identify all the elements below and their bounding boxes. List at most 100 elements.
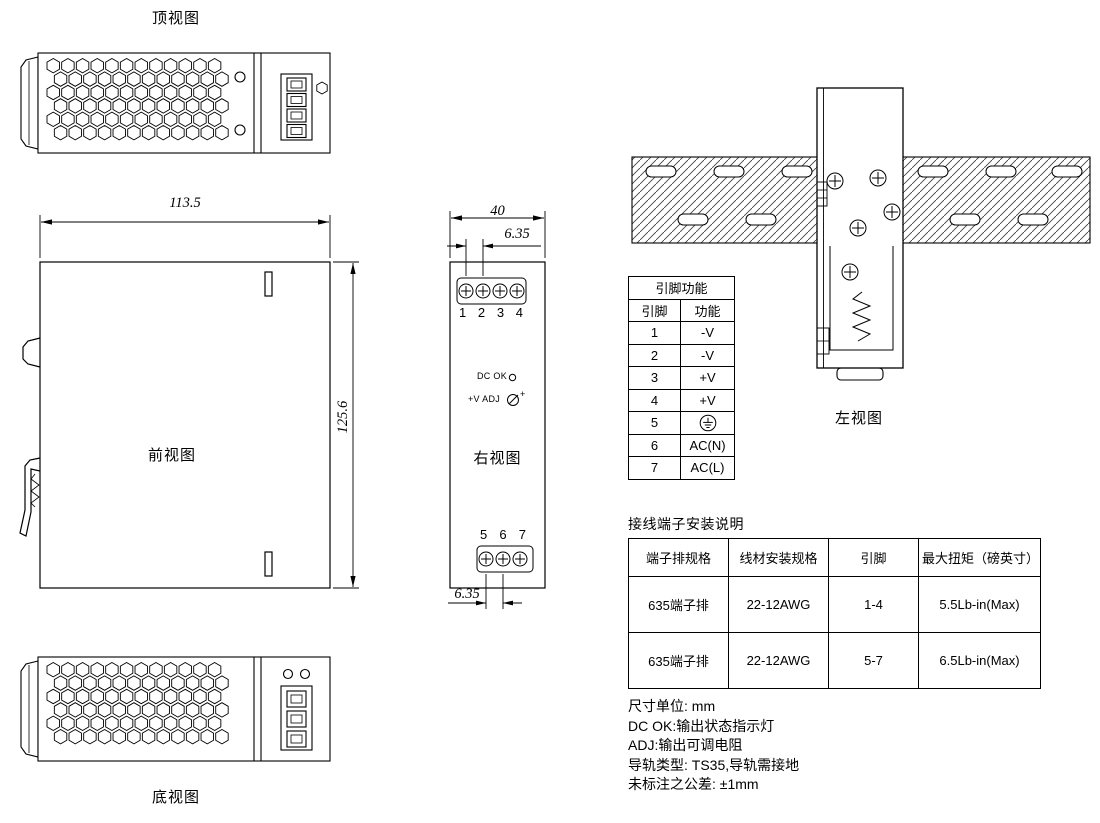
honeycomb-grille [46,57,229,141]
din-rail-slots [645,165,1083,226]
screw-hole [234,71,246,83]
table-cell: 7 [628,456,681,480]
table-cell: AC(N) [680,433,735,457]
terminal-screws-bottom [478,551,528,567]
release-tab [836,367,884,381]
terminal-block [280,73,313,141]
pin-number: 4 [515,305,523,320]
terminal-block [280,685,313,751]
dim-pitch-top: 6.35 [504,226,530,242]
top-view-label: 顶视图 [151,10,200,27]
clip-spring [851,291,872,342]
din-clip-hook [22,337,41,368]
dimension-lines [39,211,546,609]
pin-table-title: 引脚功能 [628,276,735,300]
table-cell: 5 [628,411,681,435]
pin-table-header-func: 功能 [680,298,735,322]
left-view-label: 左视图 [834,410,883,427]
side-panel [449,261,546,589]
dim-width-right: 40 [490,203,505,219]
pin-number: 5 [480,527,488,542]
table-row: 4+V [628,388,735,412]
table-row: 1-V [628,321,735,345]
notes: 尺寸单位: mm DC OK:输出状态指示灯 ADJ:输出可调电阻 导轨类型: … [628,697,799,795]
bottom-view-label: 底视图 [151,789,200,806]
adj-potentiometer [507,394,519,406]
table-cell: 1 [628,321,681,345]
table-cell: AC(L) [680,456,735,480]
terminal-table-header-torque: 最大扭矩（磅英寸） [918,538,1041,577]
table-cell: 5.5Lb-in(Max) [918,576,1041,633]
terminal-table-title: 接线端子安装说明 [628,516,744,532]
table-cell: 4 [628,388,681,412]
right-view-label: 右视图 [473,450,522,467]
left-view-drawing [631,87,1091,381]
terminal-table-header-wire: 线材安装规格 [728,538,829,577]
pin-number: 1 [459,305,467,320]
terminal-bracket [476,545,534,573]
table-cell: 22-12AWG [728,632,829,689]
screw-hole [282,668,294,680]
hex-hole [316,81,328,95]
pin-number: 7 [518,527,526,542]
table-cell: 635端子排 [628,576,729,633]
table-row: 2-V [628,343,735,367]
dim-width-front: 113.5 [169,195,201,211]
note-line: 导轨类型: TS35,导轨需接地 [628,756,800,773]
mounting-screws [826,169,901,281]
table-cell: 635端子排 [628,632,729,689]
right-view-drawing [449,261,546,589]
table-cell: 1-4 [828,576,919,633]
front-view-drawing [19,261,331,589]
terminal-bracket [456,277,527,305]
table-cell: 6 [628,433,681,457]
adj-plus-label: + [520,389,526,399]
screw-hole [299,668,311,680]
note-line: 未标注之公差: ±1mm [628,776,759,792]
table-cell: 3 [628,366,681,390]
pin-table-header-pin: 引脚 [628,298,681,322]
clip-spring [30,473,40,508]
clip-housing [829,246,894,351]
pin-number: 6 [499,527,507,542]
table-cell: 2 [628,343,681,367]
screw-hole [234,124,246,136]
table-cell: 22-12AWG [728,576,829,633]
table-row: 3+V [628,366,735,390]
honeycomb-grille [46,661,229,745]
dim-height-front: 125.6 [335,400,351,434]
front-view-label: 前视图 [147,447,196,464]
table-cell: +V [680,388,735,412]
table-cell: -V [680,321,735,345]
din-clip [20,56,39,150]
table-cell: 5-7 [828,632,919,689]
ground-symbol-icon [699,414,716,432]
top-view-drawing [20,52,331,154]
pin-number: 3 [496,305,505,320]
din-clip [20,660,39,758]
note-line: DC OK:输出状态指示灯 [628,717,775,734]
note-line: 尺寸单位: mm [628,698,716,714]
terminal-table-header-pins: 引脚 [828,538,919,577]
table-cell: +V [680,366,735,390]
table-row: 5 [628,411,735,435]
front-panel [39,261,331,589]
pin-number: 2 [477,305,486,320]
vent-slot [264,551,273,577]
table-cell [680,411,735,435]
terminal-table-header-spec: 端子排规格 [628,538,729,577]
dim-pitch-bottom: 6.35 [454,586,480,602]
dc-ok-label: DC OK [477,371,508,381]
adj-label: +V ADJ [468,394,501,404]
terminal-screws-top [458,283,525,299]
